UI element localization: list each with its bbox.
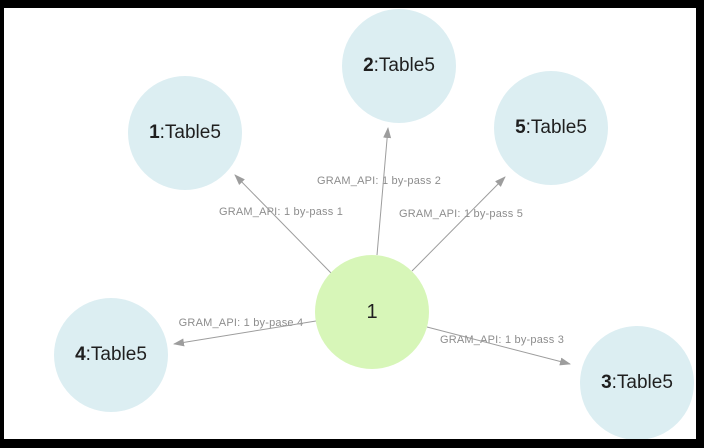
node-suffix: :Table5 bbox=[159, 122, 221, 143]
node-table5-1[interactable]: 1:Table5 bbox=[128, 76, 242, 190]
node-number: 2 bbox=[363, 55, 374, 76]
node-number: 4 bbox=[75, 344, 86, 365]
node-center-1[interactable]: 1 bbox=[315, 255, 429, 369]
edge-label-bypass-1[interactable]: GRAM_API: 1 by-pass 1 bbox=[218, 206, 344, 218]
node-table5-3[interactable]: 3:Table5 bbox=[580, 326, 694, 439]
edge-line-to-node-1 bbox=[234, 174, 332, 274]
edge-line-to-node-5 bbox=[411, 176, 506, 272]
node-number: 3 bbox=[601, 372, 612, 393]
node-number: 5 bbox=[515, 117, 526, 138]
node-table5-4[interactable]: 4:Table5 bbox=[54, 298, 168, 412]
node-suffix: :Table5 bbox=[373, 55, 435, 76]
edge-label-bypass-5[interactable]: GRAM_API: 1 by-pass 5 bbox=[398, 208, 524, 220]
edge-label-bypass-4[interactable]: GRAM_API: 1 by-pase 4 bbox=[178, 317, 304, 329]
graph-canvas[interactable]: GRAM_API: 1 by-pass 1 GRAM_API: 1 by-pas… bbox=[4, 8, 696, 439]
node-suffix: :Table5 bbox=[525, 117, 587, 138]
edge-label-bypass-3[interactable]: GRAM_API: 1 by-pass 3 bbox=[439, 334, 565, 346]
node-table5-5[interactable]: 5:Table5 bbox=[494, 71, 608, 185]
node-table5-2[interactable]: 2:Table5 bbox=[342, 9, 456, 123]
node-suffix: :Table5 bbox=[611, 372, 673, 393]
edge-label-bypass-2[interactable]: GRAM_API: 1 by-pass 2 bbox=[316, 175, 442, 187]
node-number: 1 bbox=[149, 122, 160, 143]
node-suffix: :Table5 bbox=[85, 344, 147, 365]
node-number: 1 bbox=[366, 300, 378, 323]
edge-line-to-node-2 bbox=[376, 127, 392, 256]
